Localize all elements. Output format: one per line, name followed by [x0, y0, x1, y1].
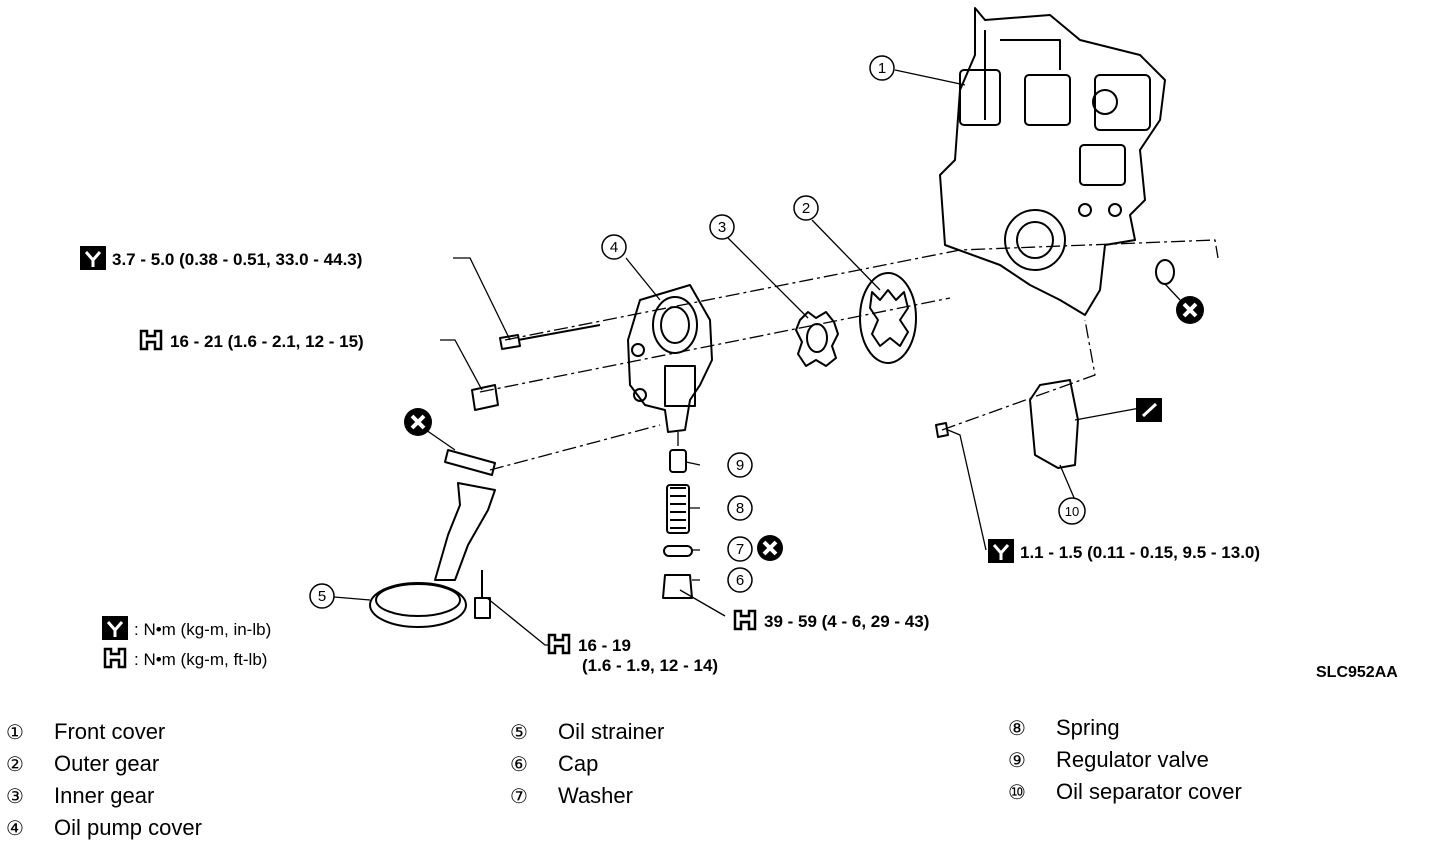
callout-3: 3: [709, 214, 735, 240]
svg-text:1: 1: [878, 60, 886, 77]
callout-10: 10: [1058, 497, 1086, 525]
front-cover-drawing: [939, 7, 1166, 316]
torque-wrench-ft-lb-icon: [103, 647, 127, 669]
oil-separator-cover-drawing: [1029, 379, 1079, 469]
torque-spec-separator-bolt: 1.1 - 1.5 (0.11 - 0.15, 9.5 - 13.0): [988, 539, 1260, 563]
torque-wrench-ft-lb-icon: [547, 633, 571, 655]
svg-text:7: 7: [736, 541, 744, 558]
torque-spec-cap: 39 - 59 (4 - 6, 29 - 43): [732, 608, 929, 632]
svg-text:6: 6: [736, 572, 744, 589]
svg-text:4: 4: [610, 239, 618, 256]
oil-pump-cover-drawing: [627, 284, 713, 433]
svg-text:10: 10: [1065, 504, 1079, 519]
callout-2: 2: [793, 195, 819, 221]
torque-wrench-ft-lb-icon: [733, 609, 757, 631]
regulator-parts-drawing: [662, 449, 693, 599]
torque-wrench-in-lb-icon: [102, 616, 128, 640]
torque-spec-strainer-bolt: 16 - 19 (1.6 - 1.9, 12 - 14): [546, 632, 718, 676]
torque-wrench-in-lb-icon: [80, 246, 106, 270]
callout-4: 4: [601, 234, 627, 260]
svg-text:9: 9: [736, 457, 744, 474]
svg-text:5: 5: [318, 588, 326, 605]
svg-text:2: 2: [802, 200, 810, 217]
callout-6: 6: [727, 567, 753, 593]
torque-wrench-in-lb-icon: [988, 539, 1014, 563]
torque-spec-upper-bolt: 3.7 - 5.0 (0.38 - 0.51, 33.0 - 44.3): [80, 246, 362, 270]
inner-gear-drawing: [795, 311, 839, 367]
callout-1: 1: [869, 55, 895, 81]
replace-markers: [404, 296, 1204, 561]
bolts-drawing: [471, 324, 949, 619]
outer-gear-drawing: [859, 272, 917, 364]
torque-wrench-ft-lb-icon: [139, 329, 163, 351]
unit-legend-in-lb: : N•m (kg-m, in-lb): [102, 616, 271, 641]
callout-7: 7: [727, 536, 753, 562]
svg-text:3: 3: [718, 219, 726, 236]
torque-spec-middle-bolt: 16 - 21 (1.6 - 2.1, 12 - 15): [138, 328, 364, 352]
svg-text:8: 8: [736, 500, 744, 517]
oil-strainer-drawing: [369, 449, 496, 628]
callout-5: 5: [309, 583, 335, 609]
exploded-view-diagram: 1 2 3 4 5 6 7 8 9 10: [309, 7, 1219, 646]
callout-9: 9: [727, 452, 753, 478]
unit-legend-ft-lb: : N•m (kg-m, ft-lb): [102, 646, 267, 671]
figure-code: SLC952AA: [1316, 664, 1398, 681]
callout-8: 8: [727, 495, 753, 521]
